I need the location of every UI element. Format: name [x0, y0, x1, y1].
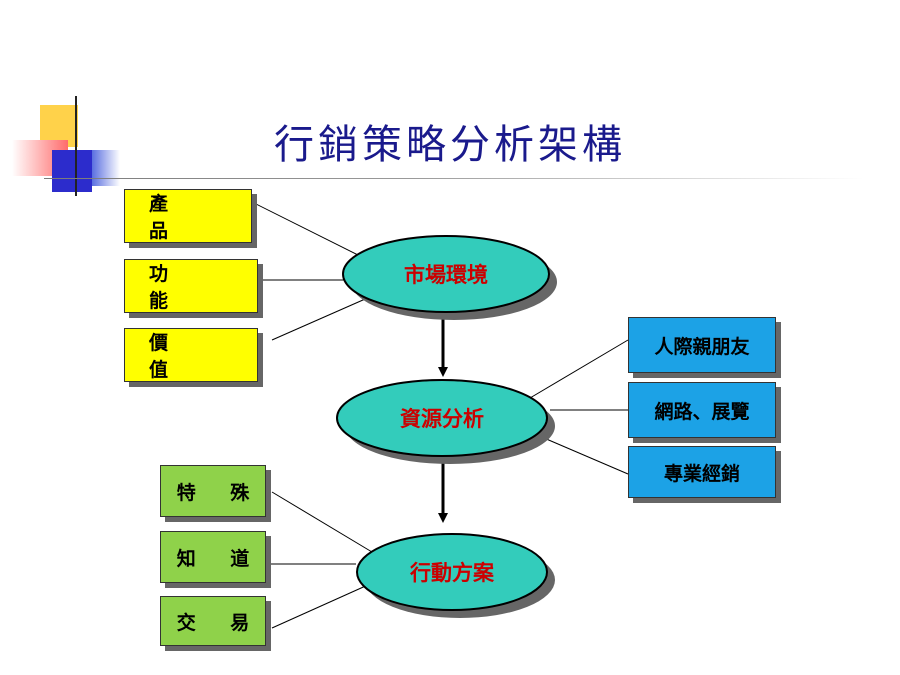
resource-factor-distributor: 專業經銷 — [628, 446, 776, 498]
connector-resource-1 — [529, 339, 629, 399]
market-factor-product: 產 品 — [124, 189, 252, 243]
action-factor-special: 特 殊 — [160, 465, 266, 517]
resource-factor-relatives: 人際親朋友 — [628, 317, 776, 373]
node-resource-ellipse — [336, 379, 548, 457]
connector-market-1 — [251, 201, 373, 263]
page-title: 行銷策略分析架構 — [274, 122, 626, 168]
resource-factor-network-expo: 網路、展覽 — [628, 382, 776, 438]
action-factor-know: 知 道 — [160, 531, 266, 583]
market-factor-value: 價 值 — [124, 328, 258, 382]
connector-action-3 — [271, 583, 371, 629]
node-market-ellipse — [342, 235, 550, 313]
action-factor-trade: 交 易 — [160, 596, 266, 646]
market-factor-function: 功 能 — [124, 259, 258, 313]
connector-action-1 — [271, 491, 373, 553]
node-action-ellipse — [356, 533, 548, 611]
title-underline — [44, 178, 864, 179]
connector-market-3 — [271, 295, 373, 341]
